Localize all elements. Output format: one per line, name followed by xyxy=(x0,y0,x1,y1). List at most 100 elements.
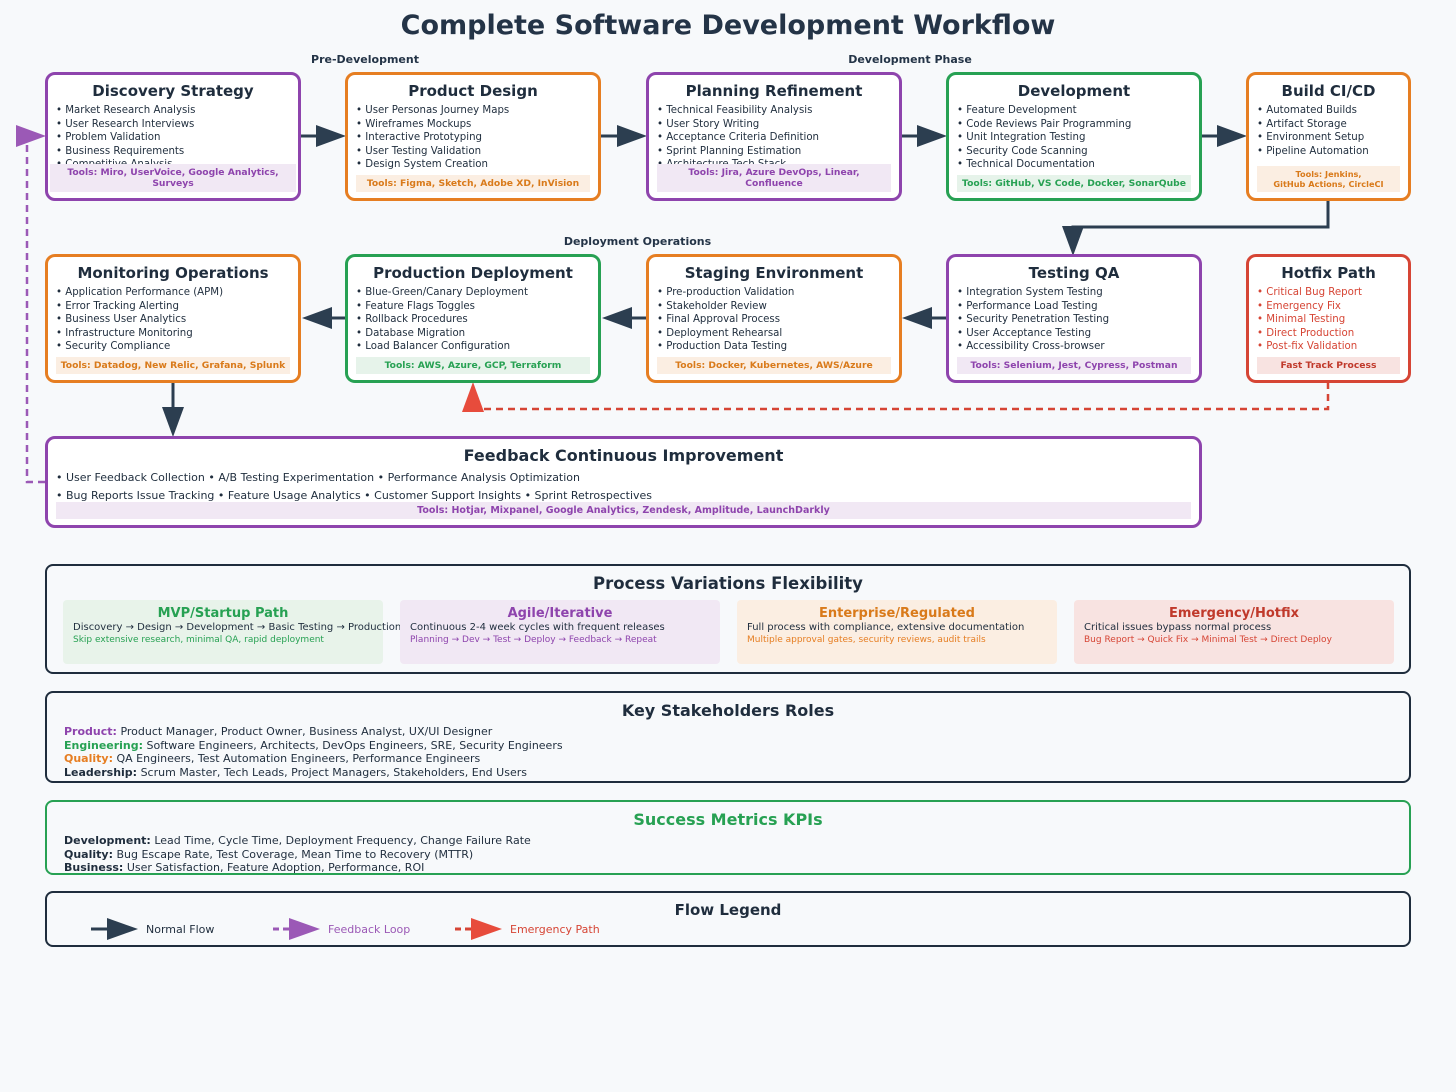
list-item: Interactive Prototyping xyxy=(356,131,598,145)
list-item: Technical Feasibility Analysis xyxy=(657,104,899,118)
list-item: Application Performance (APM) xyxy=(56,286,298,300)
metric-row: Development: Lead Time, Cycle Time, Depl… xyxy=(64,834,1409,848)
stakeholder-text: Product Manager, Product Owner, Business… xyxy=(120,725,493,738)
success-metrics-panel: Success Metrics KPIs Development: Lead T… xyxy=(45,800,1411,875)
list-item: Security Penetration Testing xyxy=(957,313,1199,327)
stage-discovery-strategy[interactable]: Discovery Strategy Market Research Analy… xyxy=(45,72,301,201)
variation-desc: Continuous 2-4 week cycles with frequent… xyxy=(410,622,665,633)
tools-label: Tools: Docker, Kubernetes, AWS/Azure xyxy=(657,357,891,374)
stakeholder-row: Engineering: Software Engineers, Archite… xyxy=(64,739,1409,753)
list-item: Security Code Scanning xyxy=(957,145,1199,159)
list-item: Final Approval Process xyxy=(657,313,899,327)
legend-normal-flow: Normal Flow xyxy=(146,923,215,936)
list-item: Acceptance Criteria Definition xyxy=(657,131,899,145)
variation-title: MVP/Startup Path xyxy=(157,606,289,621)
list-item: Performance Load Testing xyxy=(957,300,1199,314)
list-item: User Acceptance Testing xyxy=(957,327,1199,341)
tools-label: Fast Track Process xyxy=(1257,357,1400,374)
list-item: Security Compliance xyxy=(56,340,298,354)
stage-title: Feedback Continuous Improvement xyxy=(463,446,784,465)
list-item: Unit Integration Testing xyxy=(957,131,1199,145)
variation-mvp[interactable]: MVP/Startup Path Discovery → Design → De… xyxy=(63,600,401,664)
list-item: Wireframes Mockups xyxy=(356,118,598,132)
list-item: Problem Validation xyxy=(56,131,298,145)
list-item: Critical Bug Report xyxy=(1257,286,1408,300)
stakeholder-label: Quality: xyxy=(64,752,113,766)
stage-title: Production Deployment xyxy=(373,264,573,282)
list-item: Post-fix Validation xyxy=(1257,340,1408,354)
metric-row: Quality: Bug Escape Rate, Test Coverage,… xyxy=(64,848,1409,862)
panel-title: Key Stakeholders Roles xyxy=(621,701,835,720)
stakeholder-label: Engineering: xyxy=(64,738,144,752)
metric-label: Business: xyxy=(64,861,124,875)
metric-text: User Satisfaction, Feature Adoption, Per… xyxy=(126,861,425,875)
stage-monitoring-operations[interactable]: Monitoring Operations Application Perfor… xyxy=(45,254,301,383)
list-item: User Story Writing xyxy=(657,118,899,132)
stakeholder-row: Quality: QA Engineers, Test Automation E… xyxy=(64,752,1409,766)
stage-feedback-improvement[interactable]: Feedback Continuous Improvement • User F… xyxy=(45,436,1202,528)
variation-agile[interactable]: Agile/Iterative Continuous 2-4 week cycl… xyxy=(400,600,720,664)
variation-note: Multiple approval gates, security review… xyxy=(747,635,986,645)
list-item: Deployment Rehearsal xyxy=(657,327,899,341)
stage-build-ci-cd[interactable]: Build CI/CD Automated Builds Artifact St… xyxy=(1246,72,1411,201)
stage-staging-environment[interactable]: Staging Environment Pre-production Valid… xyxy=(646,254,902,383)
stakeholder-text: Scrum Master, Tech Leads, Project Manage… xyxy=(140,765,527,779)
list-item: Automated Builds xyxy=(1257,104,1408,118)
stage-hotfix-path[interactable]: Hotfix Path Critical Bug Report Emergenc… xyxy=(1246,254,1411,383)
list-item: Business User Analytics xyxy=(56,313,298,327)
metric-label: Development: xyxy=(64,834,151,847)
feedback-line: • User Feedback Collection • A/B Testing… xyxy=(56,471,581,484)
list-item: Production Data Testing xyxy=(657,340,899,354)
panel-title: Flow Legend xyxy=(674,901,782,919)
legend-symbols xyxy=(91,918,502,940)
stage-development[interactable]: Development Feature Development Code Rev… xyxy=(946,72,1202,201)
tools-label: Tools: Jenkins, GitHub Actions, CircleCI xyxy=(1257,166,1400,192)
metric-row: Business: User Satisfaction, Feature Ado… xyxy=(64,861,1409,875)
stakeholder-text: Software Engineers, Architects, DevOps E… xyxy=(146,738,563,752)
variation-emergency[interactable]: Emergency/Hotfix Critical issues bypass … xyxy=(1074,600,1394,664)
stage-product-design[interactable]: Product Design User Personas Journey Map… xyxy=(345,72,601,201)
stage-planning-refinement[interactable]: Planning Refinement Technical Feasibilit… xyxy=(646,72,902,201)
variation-note: Bug Report → Quick Fix → Minimal Test → … xyxy=(1084,635,1332,645)
stage-testing-qa[interactable]: Testing QA Integration System Testing Pe… xyxy=(946,254,1202,383)
variation-desc: Full process with compliance, extensive … xyxy=(747,622,1025,633)
list-item: Business Requirements xyxy=(56,145,298,159)
variation-note: Planning → Dev → Test → Deploy → Feedbac… xyxy=(410,635,657,645)
section-label-deployment-operations: Deployment Operations xyxy=(563,235,712,248)
variation-title: Agile/Iterative xyxy=(507,606,613,621)
tools-label: Tools: Miro, UserVoice, Google Analytics… xyxy=(50,164,296,192)
list-item: User Testing Validation xyxy=(356,145,598,159)
stage-title: Build CI/CD xyxy=(1281,82,1376,100)
list-item: Minimal Testing xyxy=(1257,313,1408,327)
list-item: Pre-production Validation xyxy=(657,286,899,300)
list-item: Direct Production xyxy=(1257,327,1408,341)
feedback-line: • Bug Reports Issue Tracking • Feature U… xyxy=(56,489,653,502)
section-label-pre-development: Pre-Development xyxy=(311,53,419,66)
stage-title: Discovery Strategy xyxy=(92,82,254,100)
stakeholder-row: Product: Product Manager, Product Owner,… xyxy=(64,725,1409,739)
list-item: Feature Development xyxy=(957,104,1199,118)
stakeholder-row: Leadership: Scrum Master, Tech Leads, Pr… xyxy=(64,766,1409,780)
tools-label: Tools: Datadog, New Relic, Grafana, Splu… xyxy=(56,357,290,374)
list-item: Infrastructure Monitoring xyxy=(56,327,298,341)
list-item: Emergency Fix xyxy=(1257,300,1408,314)
stakeholders-panel: Key Stakeholders Roles Product: Product … xyxy=(45,691,1411,783)
stage-production-deployment[interactable]: Production Deployment Blue-Green/Canary … xyxy=(345,254,601,383)
tools-label: Tools: AWS, Azure, GCP, Terraform xyxy=(356,357,590,374)
variation-enterprise[interactable]: Enterprise/Regulated Full process with c… xyxy=(737,600,1057,664)
metric-text: Bug Escape Rate, Test Coverage, Mean Tim… xyxy=(116,847,474,861)
legend-feedback-loop: Feedback Loop xyxy=(328,923,411,936)
list-item: Accessibility Cross-browser xyxy=(957,340,1199,354)
stage-title: Testing QA xyxy=(1028,264,1120,282)
normal-arrowheads xyxy=(162,125,1247,437)
list-item: Stakeholder Review xyxy=(657,300,899,314)
list-item: Load Balancer Configuration xyxy=(356,340,598,354)
stage-title: Monitoring Operations xyxy=(77,264,269,282)
legend-emergency-path: Emergency Path xyxy=(510,923,600,936)
stage-title: Development xyxy=(1017,82,1131,100)
list-item: Blue-Green/Canary Deployment xyxy=(356,286,598,300)
list-item: Design System Creation xyxy=(356,158,598,172)
stage-title: Hotfix Path xyxy=(1281,264,1376,282)
list-item: Environment Setup xyxy=(1257,131,1408,145)
process-variations-panel: Process Variations Flexibility MVP/Start… xyxy=(45,564,1411,674)
